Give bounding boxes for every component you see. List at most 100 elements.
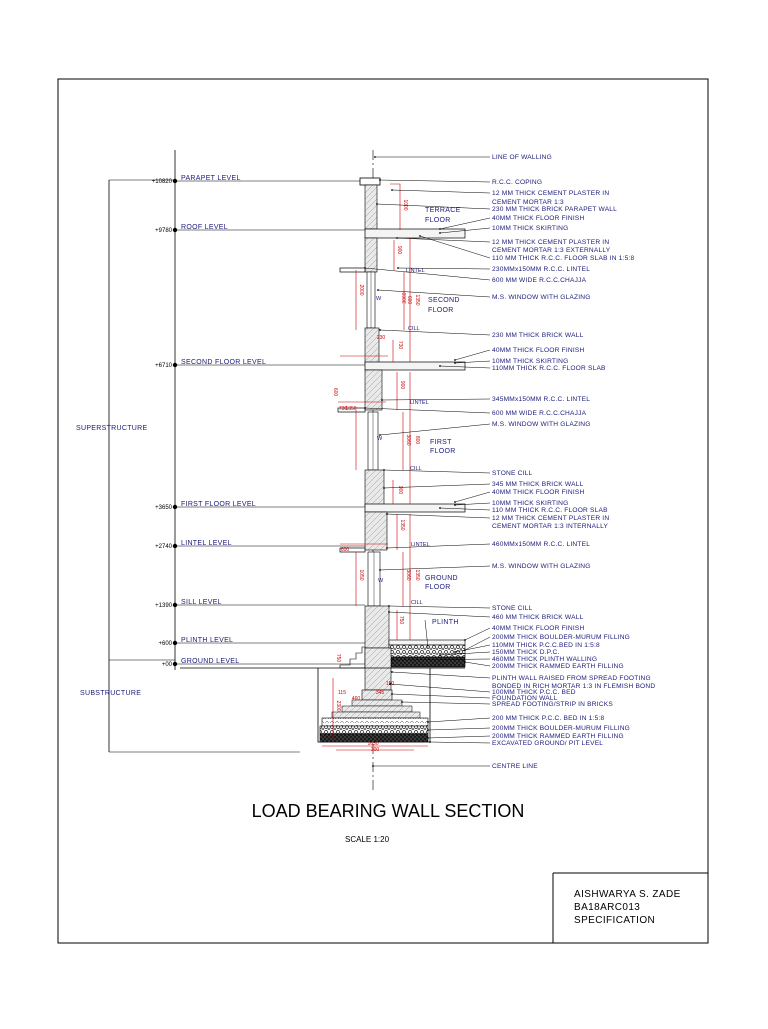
parapet-wall: [364, 184, 378, 230]
level-label: ROOF LEVEL: [181, 224, 228, 231]
level-label: PARAPET LEVEL: [181, 175, 241, 182]
spec-note: STONE CILL: [492, 470, 532, 477]
specification-notes: LINE OF WALLING R.C.C. COPING 12 MM THICK …: [492, 154, 655, 770]
spec-note: 460MMx150MM R.C.C. LINTEL: [492, 541, 590, 548]
spec-note: 200MM THICK BOULDER-MURUM FILLING: [492, 634, 630, 641]
dimension-label: 3060: [405, 434, 411, 445]
spec-note: CEMENT MORTAR 1:3 INTERNALLY: [492, 523, 609, 530]
spec-note: 110MM THICK R.C.C. FLOOR SLAB: [492, 365, 606, 372]
dimension-label: 3060: [402, 292, 408, 303]
wall-tag: CILL: [411, 600, 423, 606]
spec-note: 40MM THICK FLOOR FINISH: [492, 625, 584, 632]
roll-number: BA18ARC013: [574, 902, 640, 913]
floor-label: GROUND: [425, 575, 458, 582]
dimension-label: 460: [352, 696, 361, 702]
floor-label: FLOOR: [428, 307, 454, 314]
dimension-label: 230: [377, 335, 386, 341]
level-7: +00 GROUND LEVEL: [162, 658, 365, 668]
spec-note: 200MM THICK BOULDER-MURUM FILLING: [492, 725, 630, 732]
wall-ground-lintel: [364, 511, 388, 551]
spec-note: 40MM THICK FLOOR FINISH: [492, 215, 584, 222]
wall-section: [180, 177, 466, 743]
spec-note: 110 MM THICK R.C.C. FLOOR SLAB: [492, 507, 608, 514]
level-elevation: +3650: [155, 505, 173, 511]
spec-note: 12 MM THICK CEMENT PLASTER IN: [492, 190, 609, 197]
spec-note: 230MMx150MM R.C.C. LINTEL: [492, 266, 590, 273]
spec-note: 600 MM WIDE R.C.C.CHAJJA: [492, 410, 587, 417]
substructure-label: SUBSTRUCTURE: [80, 690, 141, 697]
spec-note: 12 MM THICK CEMENT PLASTER IN: [492, 239, 609, 246]
dimension-label: 1350: [414, 294, 420, 305]
level-elevation: +10820: [152, 179, 173, 185]
dimension-label: 800: [414, 436, 420, 445]
spec-note: M.S. WINDOW WITH GLAZING: [492, 563, 591, 570]
level-0: +10820 PARAPET LEVEL: [152, 175, 365, 185]
level-label: FIRST FLOOR LEVEL: [181, 501, 256, 508]
sheet-subject: SPECIFICATION: [574, 915, 655, 926]
spec-note: R.C.C. COPING: [492, 179, 542, 186]
spec-note: 40MM THICK FLOOR FINISH: [492, 347, 584, 354]
dimension-label: 3060: [405, 569, 411, 580]
level-label: GROUND LEVEL: [181, 658, 239, 665]
dimension-label: 730: [397, 341, 403, 350]
wall-tag: LINTEL: [406, 268, 425, 274]
dimension-label: 900: [396, 246, 402, 255]
wall-tag: W: [377, 436, 383, 442]
spec-note: 100MM THICK P.C.C. BED: [492, 689, 576, 696]
wall-first-lintel: [364, 369, 383, 411]
plinth-tag: PLINTH: [432, 619, 459, 626]
wall-tag: W: [378, 578, 384, 584]
spec-note: M.S. WINDOW WITH GLAZING: [492, 294, 591, 301]
dimension-label: 1050: [358, 569, 364, 580]
first-floor-slab: [364, 503, 466, 513]
zone-brackets: SUPERSTRUCTURE SUBSTRUCTURE: [76, 179, 300, 753]
dimension-label: 2000: [358, 284, 364, 295]
second-floor-slab: [364, 361, 466, 371]
floor-label: FLOOR: [430, 448, 456, 455]
boulder-filling-top: [388, 644, 466, 658]
spec-note: 345MMx150MM R.C.C. LINTEL: [492, 396, 590, 403]
spec-note: 40MM THICK FLOOR FINISH: [492, 489, 584, 496]
chajja-ground: [339, 547, 366, 553]
wall-roof-lintel: [364, 237, 378, 273]
dimension-label: 730: [339, 406, 348, 412]
dimension-label: 1350: [345, 406, 356, 412]
wall-tag: W: [376, 296, 382, 302]
floor-label: SECOND: [428, 297, 460, 304]
floor-label: FLOOR: [425, 217, 451, 224]
level-elevation: +00: [162, 662, 173, 668]
level-label: SECOND FLOOR LEVEL: [181, 359, 266, 366]
level-label: SILL LEVEL: [181, 599, 222, 606]
spec-note: 150MM THICK D.P.C.: [492, 649, 559, 656]
wall-second-sill: [364, 327, 380, 365]
spec-note: 600 MM WIDE R.C.C.CHAJJA: [492, 277, 587, 284]
spec-note: 200 MM THICK P.C.C. BED IN 1:5:8: [492, 715, 605, 722]
drawing-scale: SCALE 1:20: [345, 835, 390, 844]
roof-slab: [364, 228, 466, 239]
level-1: +9780 ROOF LEVEL: [155, 224, 365, 234]
drawing-title: LOAD BEARING WALL SECTION: [252, 801, 525, 821]
floor-label: TERRACE: [425, 207, 461, 214]
spec-note: 12 MM THICK CEMENT PLASTER IN: [492, 515, 609, 522]
level-2: +6710 SECOND FLOOR LEVEL: [155, 359, 365, 369]
spec-note: LINE OF WALLING: [492, 154, 552, 161]
level-elevation: +9780: [155, 228, 173, 234]
spec-note: 110 MM THICK R.C.C. FLOOR SLAB IN 1:5:8: [492, 255, 635, 262]
wall-first-sill: [364, 469, 385, 507]
spec-note: FOUNDATION WALL: [492, 695, 558, 702]
wall-ground-sill: [364, 605, 390, 649]
footing-step-3: [331, 711, 421, 719]
wall-tag: LINTEL: [411, 542, 430, 548]
spec-note: 230 MM THICK BRICK PARAPET WALL: [492, 206, 617, 213]
spec-note: EXCAVATED GROUND/ PIT LEVEL: [492, 740, 603, 747]
plinth-steps: [339, 646, 366, 669]
level-3: +3650 FIRST FLOOR LEVEL: [155, 501, 365, 511]
level-elevation: +6710: [155, 363, 173, 369]
